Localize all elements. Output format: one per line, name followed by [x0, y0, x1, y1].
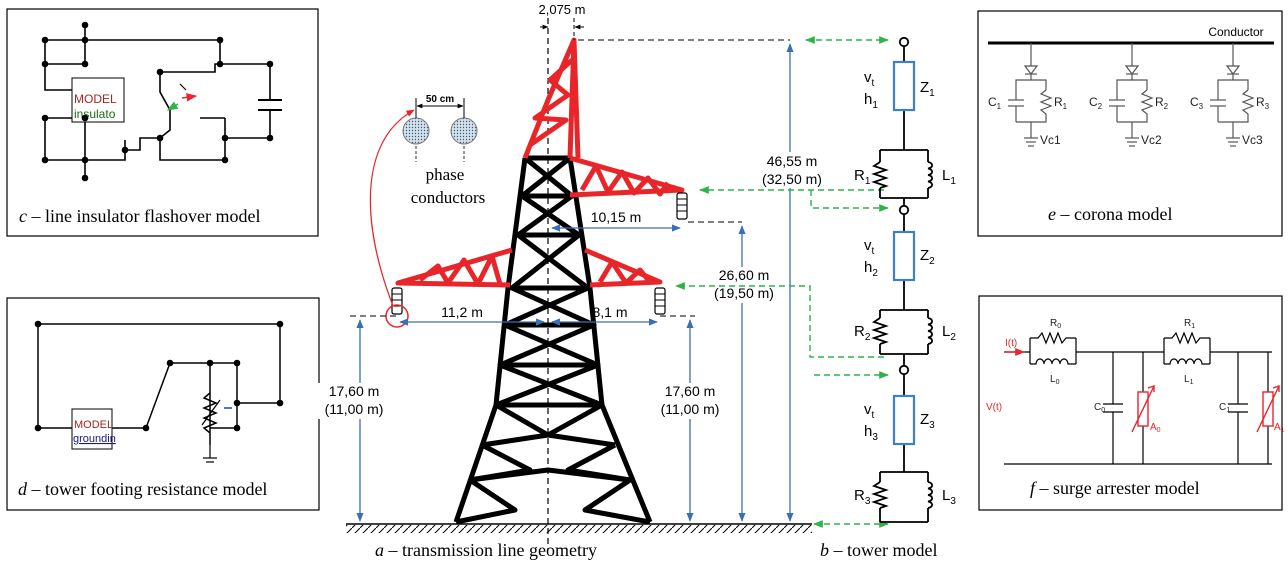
arrester-c0: C0 [1094, 402, 1105, 414]
insulator-model-label: MODEL [74, 92, 117, 106]
insulator-model-label2: insulato [74, 107, 116, 121]
caption-c: c – line insulator flashover model [19, 206, 260, 226]
right-height-label: 17,60 m [665, 383, 716, 399]
panel-c-insulator-model: MODEL insulato c – line insulator flasho… [6, 8, 319, 237]
corona-r1: R1 [1054, 95, 1068, 111]
section2-r: R2 [854, 323, 871, 343]
section3-l: L3 [942, 487, 956, 507]
section1-h: h1 [864, 91, 878, 111]
left-height-label: 17,60 m [329, 383, 380, 399]
panel-d-footing-model: MODEL groundin d – tower footing resista… [6, 297, 320, 511]
corona-c2: C2 [1089, 95, 1103, 111]
section3-h: h3 [864, 423, 878, 443]
caption-a-letter: a [375, 540, 384, 560]
panel-e-corona-model: Conductor [977, 10, 1283, 237]
caption-c-letter: c [19, 206, 27, 226]
section3-r: R3 [854, 487, 871, 507]
corona-branch-1 [1008, 43, 1053, 147]
caption-f-text: – surge arrester model [1035, 478, 1200, 498]
corona-r2: R2 [1155, 95, 1169, 111]
section1-r: R1 [854, 167, 871, 187]
caption-e: e – corona model [1048, 204, 1172, 224]
arrester-l1: L1 [1184, 374, 1194, 386]
right-height-alt-label: (11,00 m) [661, 401, 720, 417]
phase-conductors-label-2: conductors [411, 188, 486, 207]
section3-vt: vt [864, 401, 875, 421]
total-height-alt-label: (32,50 m) [762, 171, 822, 187]
section1-l: L1 [942, 167, 956, 187]
lower-right-arm-label: 8,1 m [592, 304, 627, 320]
caption-d-text: – tower footing resistance model [27, 479, 267, 499]
caption-b-letter: b [820, 540, 829, 560]
corona-branch-3 [1210, 43, 1255, 147]
footing-model-label2: groundin [73, 433, 116, 445]
caption-c-text: – line insulator flashover model [27, 206, 260, 226]
arrester-r0: R0 [1050, 318, 1061, 330]
panel-a-tower-geometry: 50 cm phase conductors 2,075 m 46,55 m [318, 2, 889, 560]
caption-f: f – surge arrester model [1030, 478, 1200, 498]
arrester-c1: C1 [1219, 402, 1230, 414]
arrester-a0: A0 [1150, 422, 1161, 434]
section3-z: Z3 [920, 411, 935, 431]
caption-b: b – tower model [820, 540, 937, 560]
section2-h: h2 [864, 259, 878, 279]
panel-f-arrester-model: I(t) V(t) R0 L0 R1 L1 C0 A0 C1 A1 f – su… [978, 295, 1285, 511]
upper-arm-height-label: 26,60 m [719, 267, 770, 283]
upper-arm-height-alt-label: (19,50 m) [714, 285, 774, 301]
section2-vt: vt [864, 237, 875, 257]
arrester-current: I(t) [1005, 338, 1017, 349]
caption-b-text: – tower model [829, 540, 937, 560]
corona-r3: R3 [1256, 95, 1270, 111]
caption-d-letter: d [18, 479, 28, 499]
caption-a-text: – transmission line geometry [384, 540, 597, 560]
arrester-r1: R1 [1184, 318, 1195, 330]
top-width-label: 2,075 m [539, 2, 586, 17]
footing-model-label: MODEL [74, 419, 113, 431]
total-height-label: 46,55 m [767, 153, 818, 169]
section1-vt: vt [864, 69, 875, 89]
conductor-label: Conductor [1208, 25, 1263, 39]
upper-arm-label: 10,15 m [591, 209, 642, 225]
corona-branch-2 [1109, 43, 1154, 147]
corona-vc2: Vc2 [1141, 133, 1162, 147]
section1-z: Z1 [920, 79, 935, 99]
caption-f-letter: f [1030, 478, 1038, 498]
lower-left-arm-label: 11,2 m [441, 304, 483, 320]
section2-l: L2 [942, 323, 956, 343]
arrester-voltage: V(t) [986, 402, 1002, 413]
caption-a: a – transmission line geometry [375, 540, 597, 560]
phase-conductors-label: phase [426, 165, 465, 184]
section2-z: Z2 [920, 247, 935, 267]
arrester-a1: A1 [1274, 422, 1285, 434]
panel-b-tower-model: vt h1 Z1 R1 L1 vt h2 Z2 R2 L2 vt h3 Z3 R… [820, 36, 956, 560]
caption-e-letter: e [1048, 204, 1056, 224]
corona-c1: C1 [988, 95, 1002, 111]
arrester-l0: L0 [1050, 374, 1060, 386]
corona-vc1: Vc1 [1040, 133, 1061, 147]
corona-vc3: Vc3 [1242, 133, 1263, 147]
left-height-alt-label: (11,00 m) [325, 401, 384, 417]
conductor-spacing-label: 50 cm [426, 94, 454, 105]
caption-e-text: – corona model [1056, 204, 1172, 224]
corona-c3: C3 [1190, 95, 1204, 111]
caption-d: d – tower footing resistance model [18, 479, 267, 499]
